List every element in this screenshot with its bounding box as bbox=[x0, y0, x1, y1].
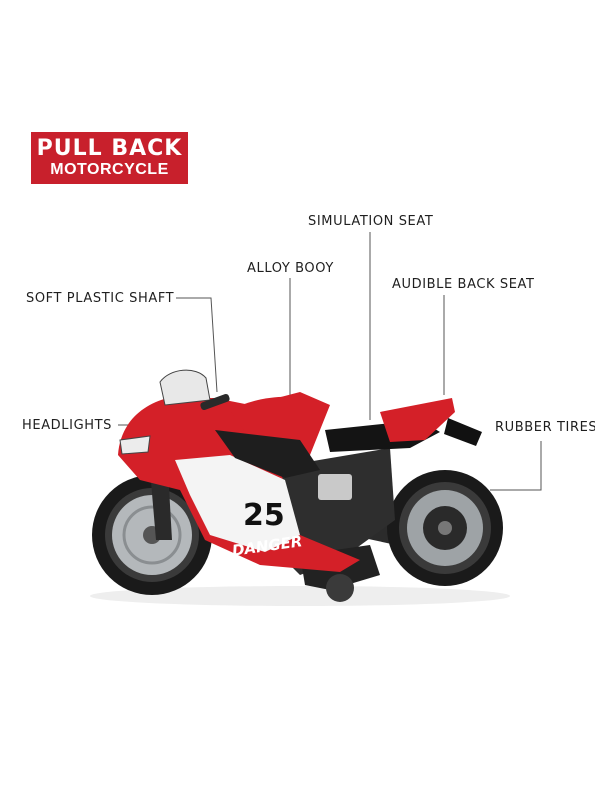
fuel-tank bbox=[230, 396, 325, 432]
leader-rubber-tires bbox=[490, 441, 542, 491]
race-number-decal: 25 bbox=[243, 498, 285, 533]
rear-wheel bbox=[387, 470, 503, 586]
callout-lines bbox=[118, 232, 542, 491]
label-alloy-body: ALLOY BOOY bbox=[247, 261, 334, 276]
pullback-wheel bbox=[326, 574, 354, 602]
title-badge: PULL BACK MOTORCYCLE bbox=[31, 132, 188, 184]
label-rubber-tires: RUBBER TIRES bbox=[495, 420, 595, 435]
label-audible-back-seat: AUDIBLE BACK SEAT bbox=[392, 277, 535, 292]
tail-bracket bbox=[444, 418, 482, 446]
leader-soft-plastic-shaft bbox=[176, 297, 218, 393]
front-wheel bbox=[92, 475, 212, 595]
label-headlights: HEADLIGHTS bbox=[22, 418, 113, 433]
tail-section bbox=[380, 398, 455, 442]
headlight bbox=[119, 435, 151, 455]
label-simulation-seat: SIMULATION SEAT bbox=[308, 214, 434, 229]
upper-shroud bbox=[215, 430, 320, 478]
front-fork bbox=[150, 470, 172, 540]
badge-line-1: PULL BACK bbox=[36, 136, 183, 161]
handlebar bbox=[200, 393, 230, 411]
white-side-panel bbox=[175, 455, 300, 552]
ground-shadow bbox=[90, 586, 510, 606]
windshield bbox=[159, 369, 211, 406]
label-soft-plastic-shaft: SOFT PLASTIC SHAFT bbox=[26, 291, 175, 306]
engine-cover bbox=[318, 474, 352, 500]
badge-line-2: MOTORCYCLE bbox=[50, 161, 169, 178]
